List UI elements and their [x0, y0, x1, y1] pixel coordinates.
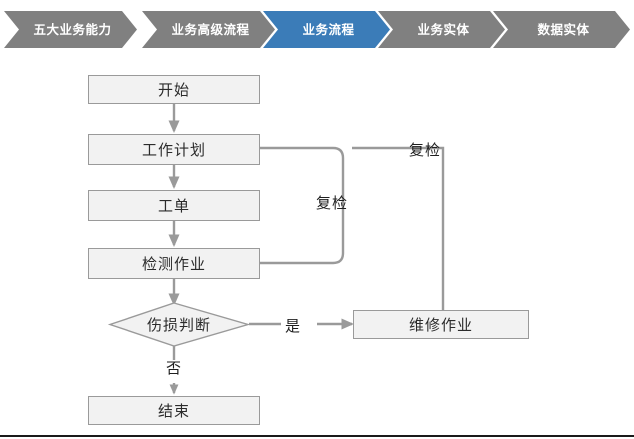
breadcrumb-label-0: 五大业务能力: [33, 22, 112, 37]
breadcrumb-item-1[interactable]: 业务高级流程: [142, 11, 275, 48]
breadcrumb-label-2: 业务流程: [302, 22, 355, 37]
edge-label-recheck-outer: 复检: [409, 141, 442, 159]
node-inspection-label: 检测作业: [141, 255, 206, 273]
breadcrumb: 五大业务能力 业务高级流程 业务流程 业务实体 数据实体: [0, 11, 634, 48]
node-start-label: 开始: [157, 81, 190, 99]
edge-label-no: 否: [166, 359, 183, 377]
edge-repair-recheck-loop: [352, 146, 445, 311]
decision-diamond-shape: [107, 302, 251, 347]
node-work-plan-label: 工作计划: [141, 141, 206, 159]
node-work-order-label: 工单: [157, 197, 190, 215]
chevron-shape-icon: [263, 11, 390, 48]
node-work-plan[interactable]: 工作计划: [88, 134, 260, 165]
edge-label-yes: 是: [285, 317, 302, 335]
chevron-shape-icon: [142, 11, 275, 48]
node-end-label: 结束: [157, 402, 190, 420]
breadcrumb-item-0[interactable]: 五大业务能力: [4, 11, 137, 48]
edge-inspection-recheck-loop: [186, 142, 345, 265]
breadcrumb-label-4: 数据实体: [537, 22, 590, 37]
breadcrumb-label-1: 业务高级流程: [171, 22, 250, 37]
node-work-order[interactable]: 工单: [88, 190, 260, 221]
node-inspection[interactable]: 检测作业: [88, 248, 260, 279]
node-start[interactable]: 开始: [88, 75, 260, 104]
edge-label-recheck-inner: 复检: [316, 194, 349, 212]
breadcrumb-label-3: 业务实体: [417, 22, 470, 37]
breadcrumb-item-3[interactable]: 业务实体: [378, 11, 505, 48]
breadcrumb-item-4[interactable]: 数据实体: [493, 11, 630, 48]
chevron-shape-icon: [493, 11, 630, 48]
node-end[interactable]: 结束: [88, 396, 260, 425]
node-repair[interactable]: 维修作业: [353, 310, 529, 339]
bottom-divider: [0, 435, 634, 437]
chevron-shape-icon: [378, 11, 505, 48]
node-repair-label: 维修作业: [408, 316, 473, 334]
chevron-shape-icon: [4, 11, 137, 48]
breadcrumb-item-2[interactable]: 业务流程: [263, 11, 390, 48]
